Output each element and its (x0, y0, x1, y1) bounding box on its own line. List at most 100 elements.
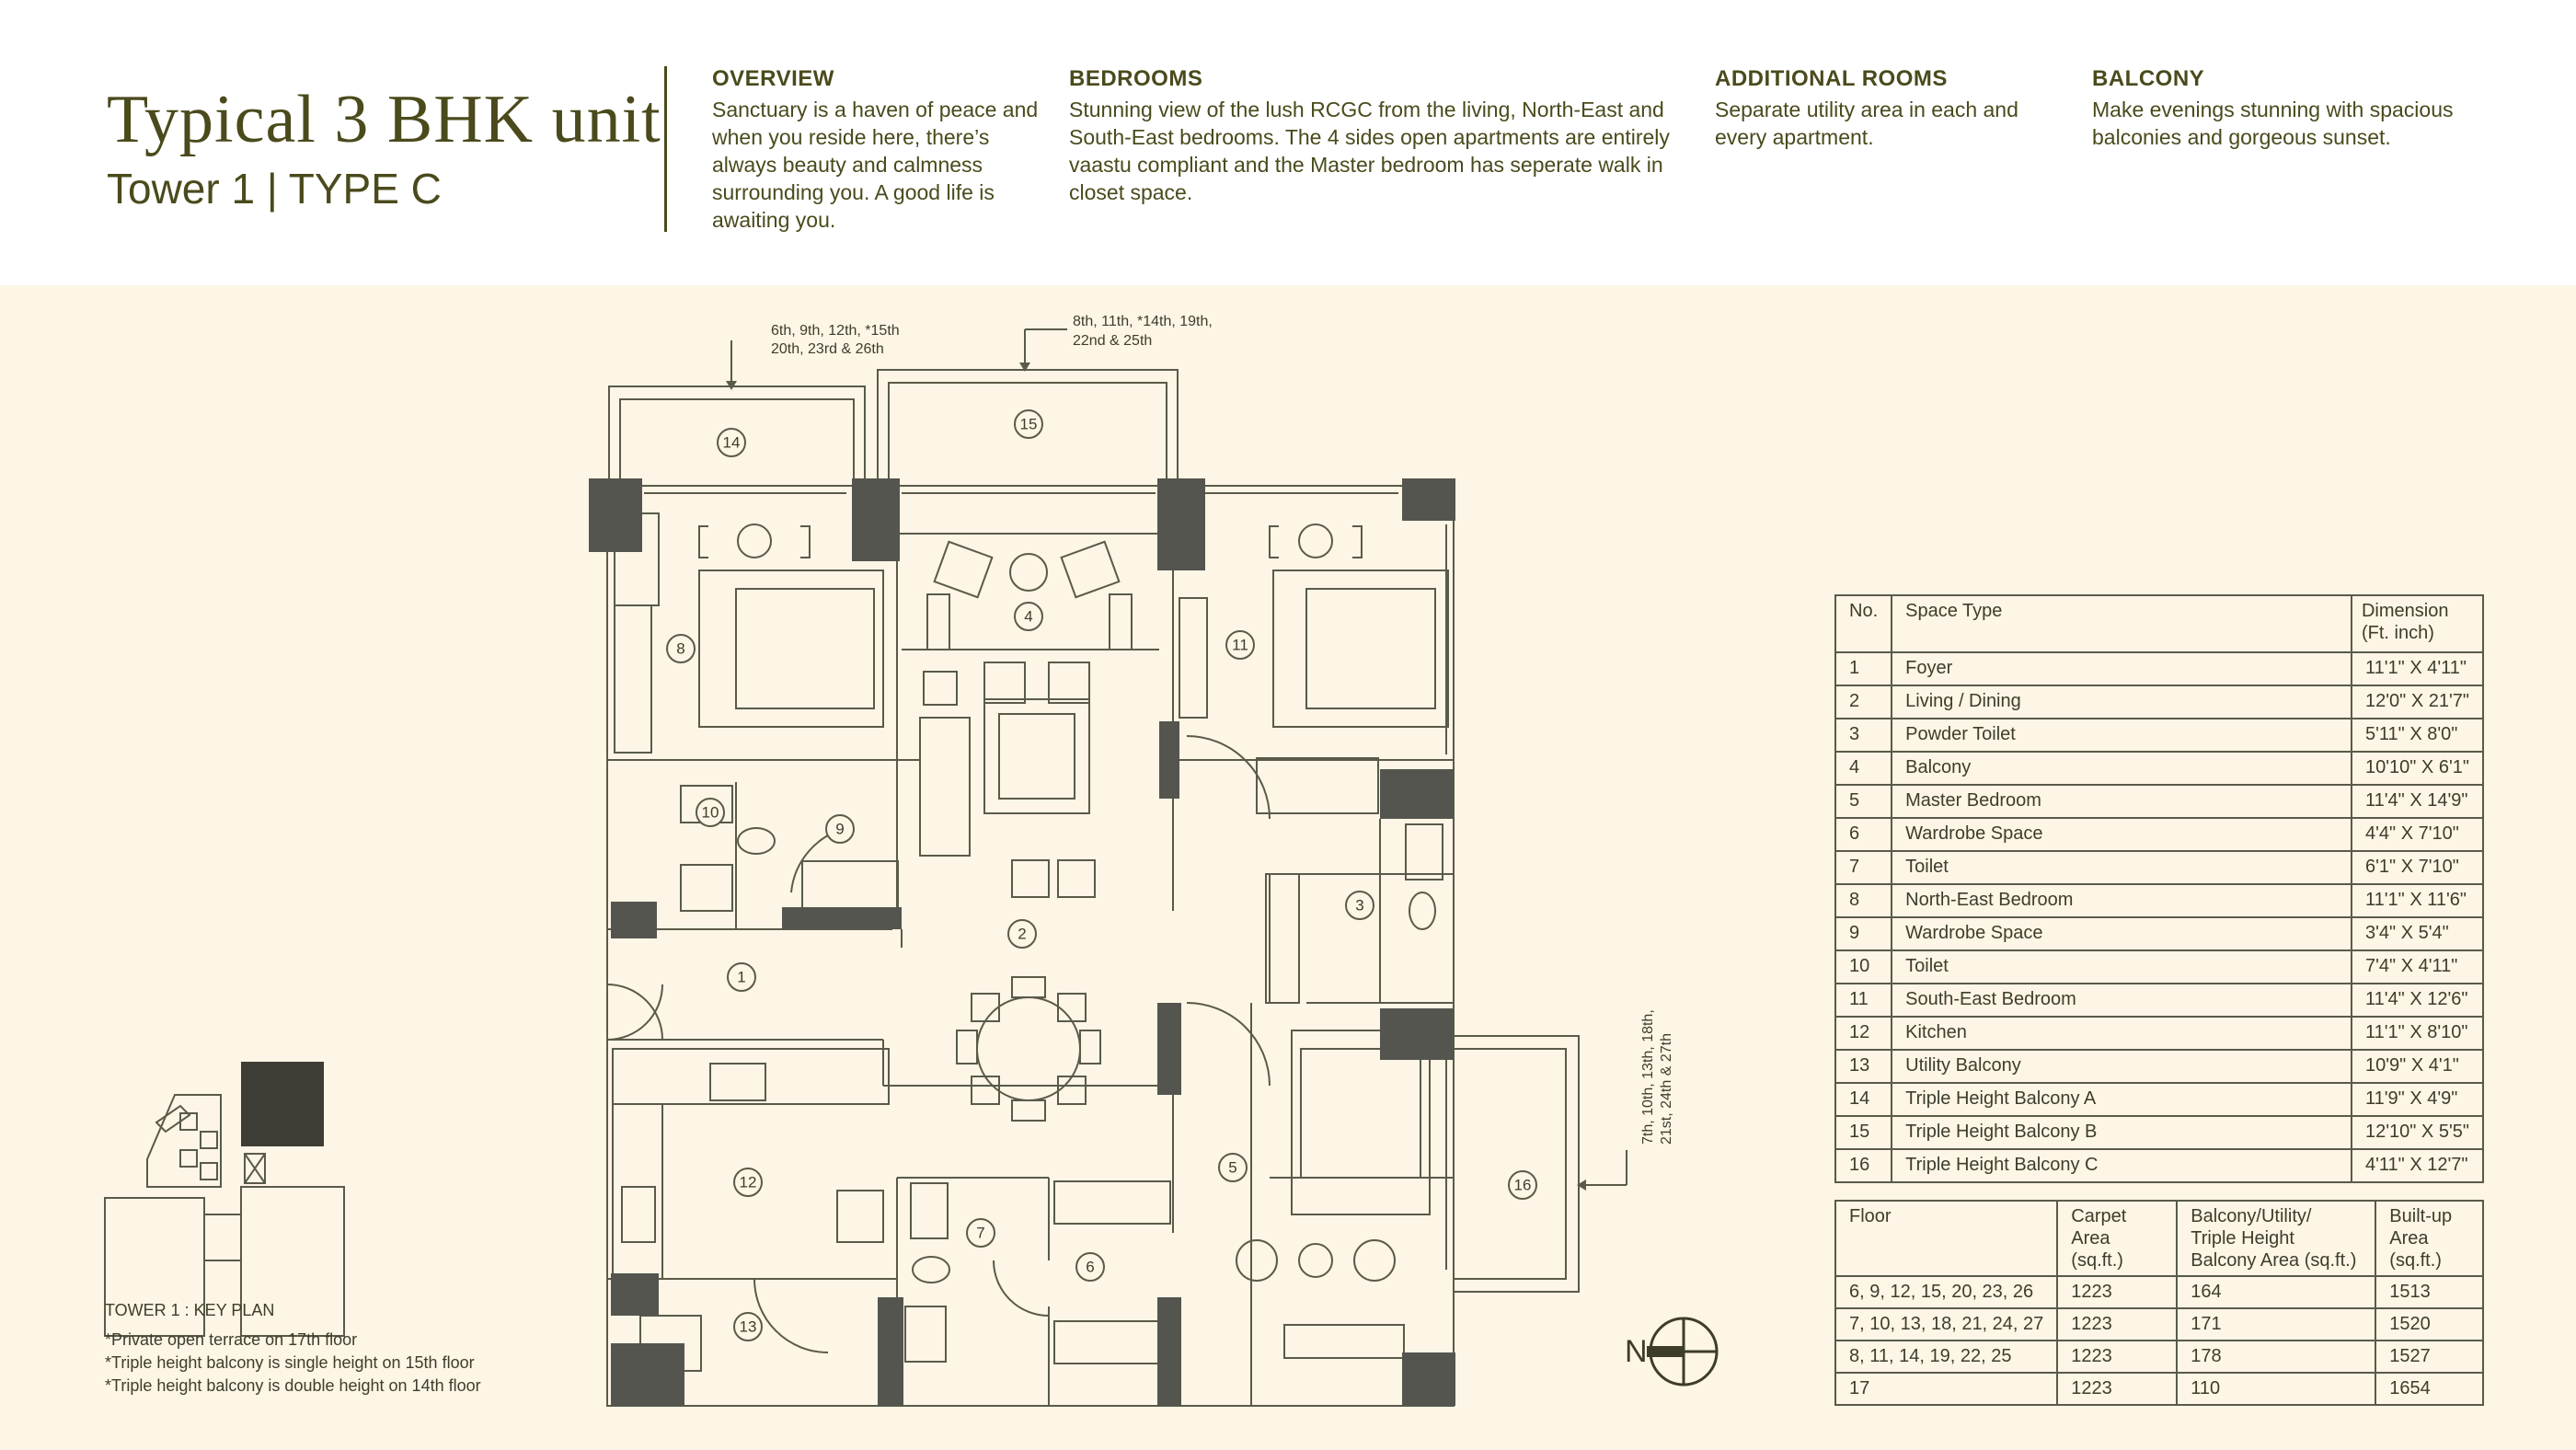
bed-master-mattress (1300, 1048, 1421, 1179)
cell-space-type: Utility Balcony (1891, 1049, 2352, 1084)
room-number: 6 (1086, 1259, 1094, 1276)
header-line: Area (sq.ft.) (2389, 1228, 2442, 1271)
door-swing (1186, 735, 1271, 820)
armchair (1236, 1239, 1278, 1282)
room-number: 15 (1020, 416, 1038, 433)
column (1402, 478, 1455, 521)
column (782, 907, 902, 929)
overview-section: OVERVIEW Sanctuary is a haven of peace a… (712, 66, 1043, 234)
cell-no: 3 (1834, 718, 1893, 753)
arrow-head (726, 381, 737, 390)
door-swing (993, 1260, 1050, 1317)
header-line: Triple Height (2191, 1228, 2294, 1249)
room-marker-12 (733, 1168, 763, 1197)
cell-dimension: 4'4" X 7'10" (2350, 817, 2485, 852)
wardrobe (1053, 1180, 1171, 1225)
column (611, 1273, 659, 1316)
dining-chair (956, 1030, 978, 1064)
room-marker-9 (825, 814, 855, 844)
header-line: Balcony Area (sq.ft.) (2191, 1250, 2357, 1271)
room-number: 2 (1018, 926, 1026, 943)
room-marker-16 (1508, 1170, 1537, 1200)
column (852, 478, 900, 561)
wardrobe (614, 604, 652, 754)
wc (737, 827, 776, 855)
column-header-space-type: Space Type (1891, 594, 2352, 653)
column (1402, 1352, 1455, 1406)
armchair (1353, 1239, 1396, 1282)
bed-master (1291, 1030, 1431, 1215)
column-header-dimension: Dimension (Ft. inch) (2350, 594, 2485, 653)
compass-icon (1647, 1317, 1719, 1387)
ottoman (1057, 859, 1096, 898)
wc (1409, 892, 1436, 930)
room-number: 8 (676, 640, 684, 658)
key-plan-drawing (104, 1062, 345, 1337)
washbasin (1405, 823, 1443, 880)
column-header-carpet-area: Carpet Area (sq.ft.) (2056, 1200, 2179, 1277)
column (1159, 721, 1179, 799)
cell-no: 10 (1834, 949, 1893, 984)
page-subtitle: Tower 1 | TYPE C (107, 165, 442, 213)
balcony-15-inner (888, 382, 1167, 486)
lounge-chair (1060, 540, 1121, 599)
cell-dimension: 12'10" X 5'5" (2350, 1115, 2485, 1150)
header-line: Carpet (2071, 1206, 2127, 1226)
room-marker-10 (696, 798, 725, 827)
additional-rooms-section: ADDITIONAL ROOMS Separate utility area i… (1715, 66, 2064, 151)
wardrobe (1265, 873, 1300, 1004)
cell-balcony-area: 164 (2176, 1275, 2377, 1309)
room-marker-11 (1225, 630, 1255, 660)
balcony-section: BALCONY Make evenings stunning with spac… (2092, 66, 2478, 151)
room-marker-1 (727, 962, 756, 992)
chair (800, 525, 811, 558)
room-number: 11 (1232, 637, 1248, 654)
fridge (836, 1190, 884, 1243)
room-marker-5 (1218, 1153, 1248, 1182)
cell-carpet-area: 1223 (2056, 1307, 2179, 1341)
room-number: 4 (1024, 608, 1032, 626)
cell-space-type: Toilet (1891, 850, 2352, 885)
room-marker-2 (1007, 919, 1037, 949)
balcony-14-outline (608, 386, 866, 486)
sink (621, 1186, 656, 1243)
room-marker-4 (1014, 602, 1043, 631)
cell-no: 11 (1834, 983, 1893, 1018)
door-swing (606, 984, 663, 1041)
column-header-floor: Floor (1834, 1200, 2059, 1277)
cell-carpet-area: 1223 (2056, 1275, 2179, 1309)
callout-16-line2: 21st, 24th & 27th (1659, 1033, 1674, 1145)
callout-16-line1: 7th, 10th, 13th, 18th, (1640, 1009, 1656, 1145)
column (611, 902, 657, 938)
column (1380, 1008, 1454, 1060)
rug (983, 698, 1090, 814)
balcony-14-inner (619, 398, 855, 486)
stool (1298, 524, 1333, 558)
bed-north-east (698, 570, 884, 728)
cell-no: 16 (1834, 1148, 1893, 1183)
cell-no: 1 (1834, 651, 1893, 686)
cell-dimension: 3'4" X 5'4" (2350, 916, 2485, 951)
side-table (1298, 1243, 1333, 1278)
overview-heading: OVERVIEW (712, 66, 834, 91)
ottoman (1011, 859, 1050, 898)
cell-space-type: South-East Bedroom (1891, 983, 2352, 1018)
bed-south-east-mattress (1305, 588, 1436, 709)
dining-chair (1011, 1099, 1046, 1122)
kitchen-counter (612, 1048, 890, 1105)
room-marker-3 (1345, 891, 1374, 920)
header-line: Balcony/Utility/ (2191, 1206, 2312, 1226)
cell-floor: 6, 9, 12, 15, 20, 23, 26 (1834, 1275, 2059, 1309)
floor-plan-drawing: 14 15 4 8 11 10 9 3 2 1 12 5 16 7 6 13 6… (104, 314, 1719, 1407)
room-number: 7 (976, 1225, 984, 1242)
cell-space-type: Kitchen (1891, 1016, 2352, 1051)
column (589, 478, 642, 552)
unit-outline (606, 485, 1455, 1407)
wardrobe (1179, 597, 1208, 719)
room-number: 9 (835, 821, 844, 838)
